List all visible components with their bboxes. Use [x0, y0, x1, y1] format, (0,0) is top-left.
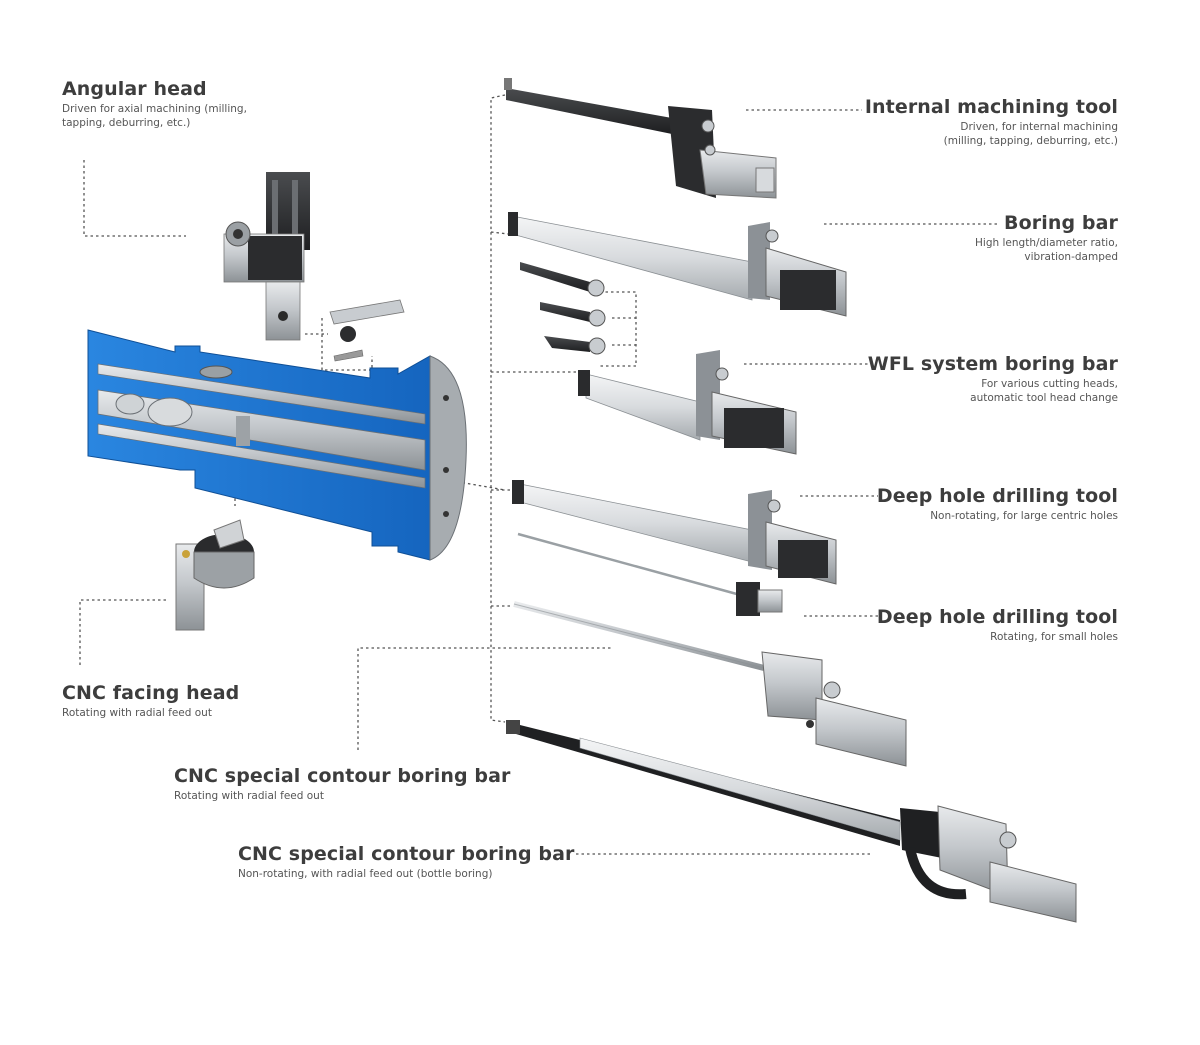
- label-title: Angular head: [62, 78, 207, 100]
- label-title: WFL system boring bar: [867, 353, 1118, 375]
- boring-bar-tool: [508, 212, 847, 317]
- deep-hole-drilling-tool-nonrotating: [512, 480, 837, 585]
- label-angular-head: Angular head Driven for axial machining …: [62, 78, 247, 130]
- desc-line: For various cutting heads,: [981, 378, 1118, 390]
- label-title: Deep hole drilling tool: [876, 606, 1118, 628]
- label-description: Driven, for internal machining (milling,…: [865, 120, 1118, 148]
- deep-hole-drilling-tool-rotating: [513, 601, 907, 767]
- label-description: Non-rotating, with radial feed out (bott…: [238, 867, 574, 881]
- leader-angular-head: [83, 160, 186, 237]
- label-title: Internal machining tool: [864, 96, 1118, 118]
- wfl-boring-bar-tool: [578, 350, 797, 455]
- label-title: CNC special contour boring bar: [174, 765, 511, 787]
- label-boring-bar: Boring bar High length/diameter ratio, v…: [975, 212, 1118, 264]
- angular-head-tool: [223, 172, 405, 362]
- label-contour-boring-bar-nonrotating: CNC special contour boring bar Non-rotat…: [238, 843, 574, 881]
- desc-line: Driven, for internal machining: [960, 121, 1118, 133]
- desc-line: (milling, tapping, deburring, etc.): [943, 135, 1118, 147]
- label-description: Rotating, for small holes: [877, 630, 1118, 644]
- contour-boring-bar-nonrotating: [506, 720, 1077, 923]
- label-title: CNC facing head: [62, 682, 240, 704]
- label-cnc-facing-head: CNC facing head Rotating with radial fee…: [62, 682, 239, 720]
- desc-line: Rotating, for small holes: [990, 631, 1118, 643]
- internal-machining-tool: [504, 78, 777, 199]
- leader-spine: [490, 94, 506, 723]
- desc-line: vibration-damped: [1024, 251, 1118, 263]
- desc-line: Rotating with radial feed out: [62, 707, 212, 719]
- workpiece-cutaway: [87, 329, 467, 561]
- label-contour-boring-bar-rotating: CNC special contour boring bar Rotating …: [174, 765, 510, 803]
- label-description: Rotating with radial feed out: [62, 706, 239, 720]
- label-wfl-system-boring-bar: WFL system boring bar For various cuttin…: [868, 353, 1118, 405]
- label-description: Rotating with radial feed out: [174, 789, 510, 803]
- desc-line: Rotating with radial feed out: [174, 790, 324, 802]
- drill-rod-tool: [517, 532, 783, 616]
- label-description: Driven for axial machining (milling, tap…: [62, 102, 247, 130]
- desc-line: automatic tool head change: [970, 392, 1118, 404]
- label-title: Boring bar: [1004, 212, 1118, 234]
- label-title: Deep hole drilling tool: [876, 485, 1118, 507]
- label-description: For various cutting heads, automatic too…: [868, 377, 1118, 405]
- desc-line: tapping, deburring, etc.): [62, 117, 191, 129]
- label-deep-hole-drilling-tool-2: Deep hole drilling tool Rotating, for sm…: [877, 606, 1118, 644]
- label-internal-machining-tool: Internal machining tool Driven, for inte…: [865, 96, 1118, 148]
- label-deep-hole-drilling-tool-1: Deep hole drilling tool Non-rotating, fo…: [877, 485, 1118, 523]
- cutting-heads: [520, 262, 606, 355]
- desc-line: Non-rotating, for large centric holes: [930, 510, 1118, 522]
- desc-line: Driven for axial machining (milling,: [62, 103, 247, 115]
- label-title: CNC special contour boring bar: [238, 843, 575, 865]
- desc-line: Non-rotating, with radial feed out (bott…: [238, 868, 493, 880]
- cnc-facing-head-tool: [175, 519, 255, 631]
- desc-line: High length/diameter ratio,: [975, 237, 1118, 249]
- label-description: Non-rotating, for large centric holes: [877, 509, 1118, 523]
- label-description: High length/diameter ratio, vibration-da…: [975, 236, 1118, 264]
